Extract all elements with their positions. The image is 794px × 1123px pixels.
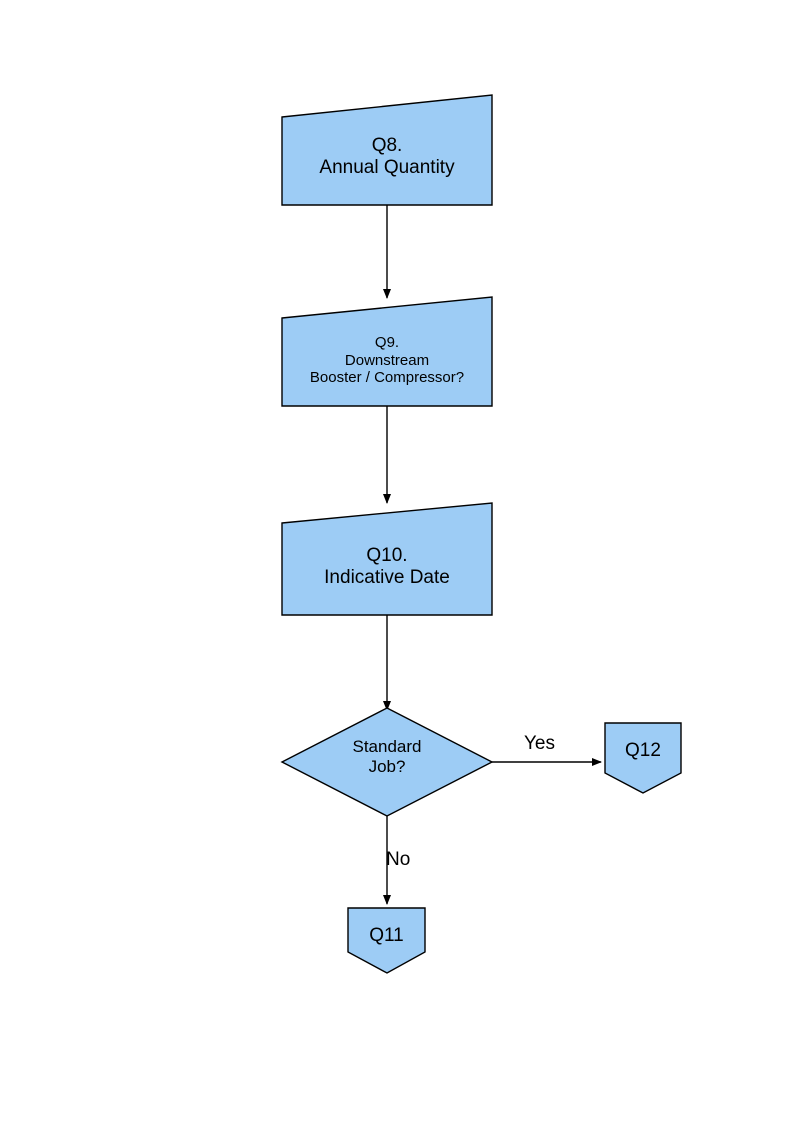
node-q11[interactable] xyxy=(347,907,426,974)
edge-label-no: No xyxy=(386,849,411,870)
node-q12[interactable] xyxy=(604,722,682,794)
node-q10[interactable] xyxy=(281,502,493,616)
edge-label-yes: Yes xyxy=(524,733,555,754)
node-decision-standard-job[interactable] xyxy=(280,707,494,817)
node-q9[interactable] xyxy=(281,296,493,407)
node-q8[interactable] xyxy=(281,94,493,206)
